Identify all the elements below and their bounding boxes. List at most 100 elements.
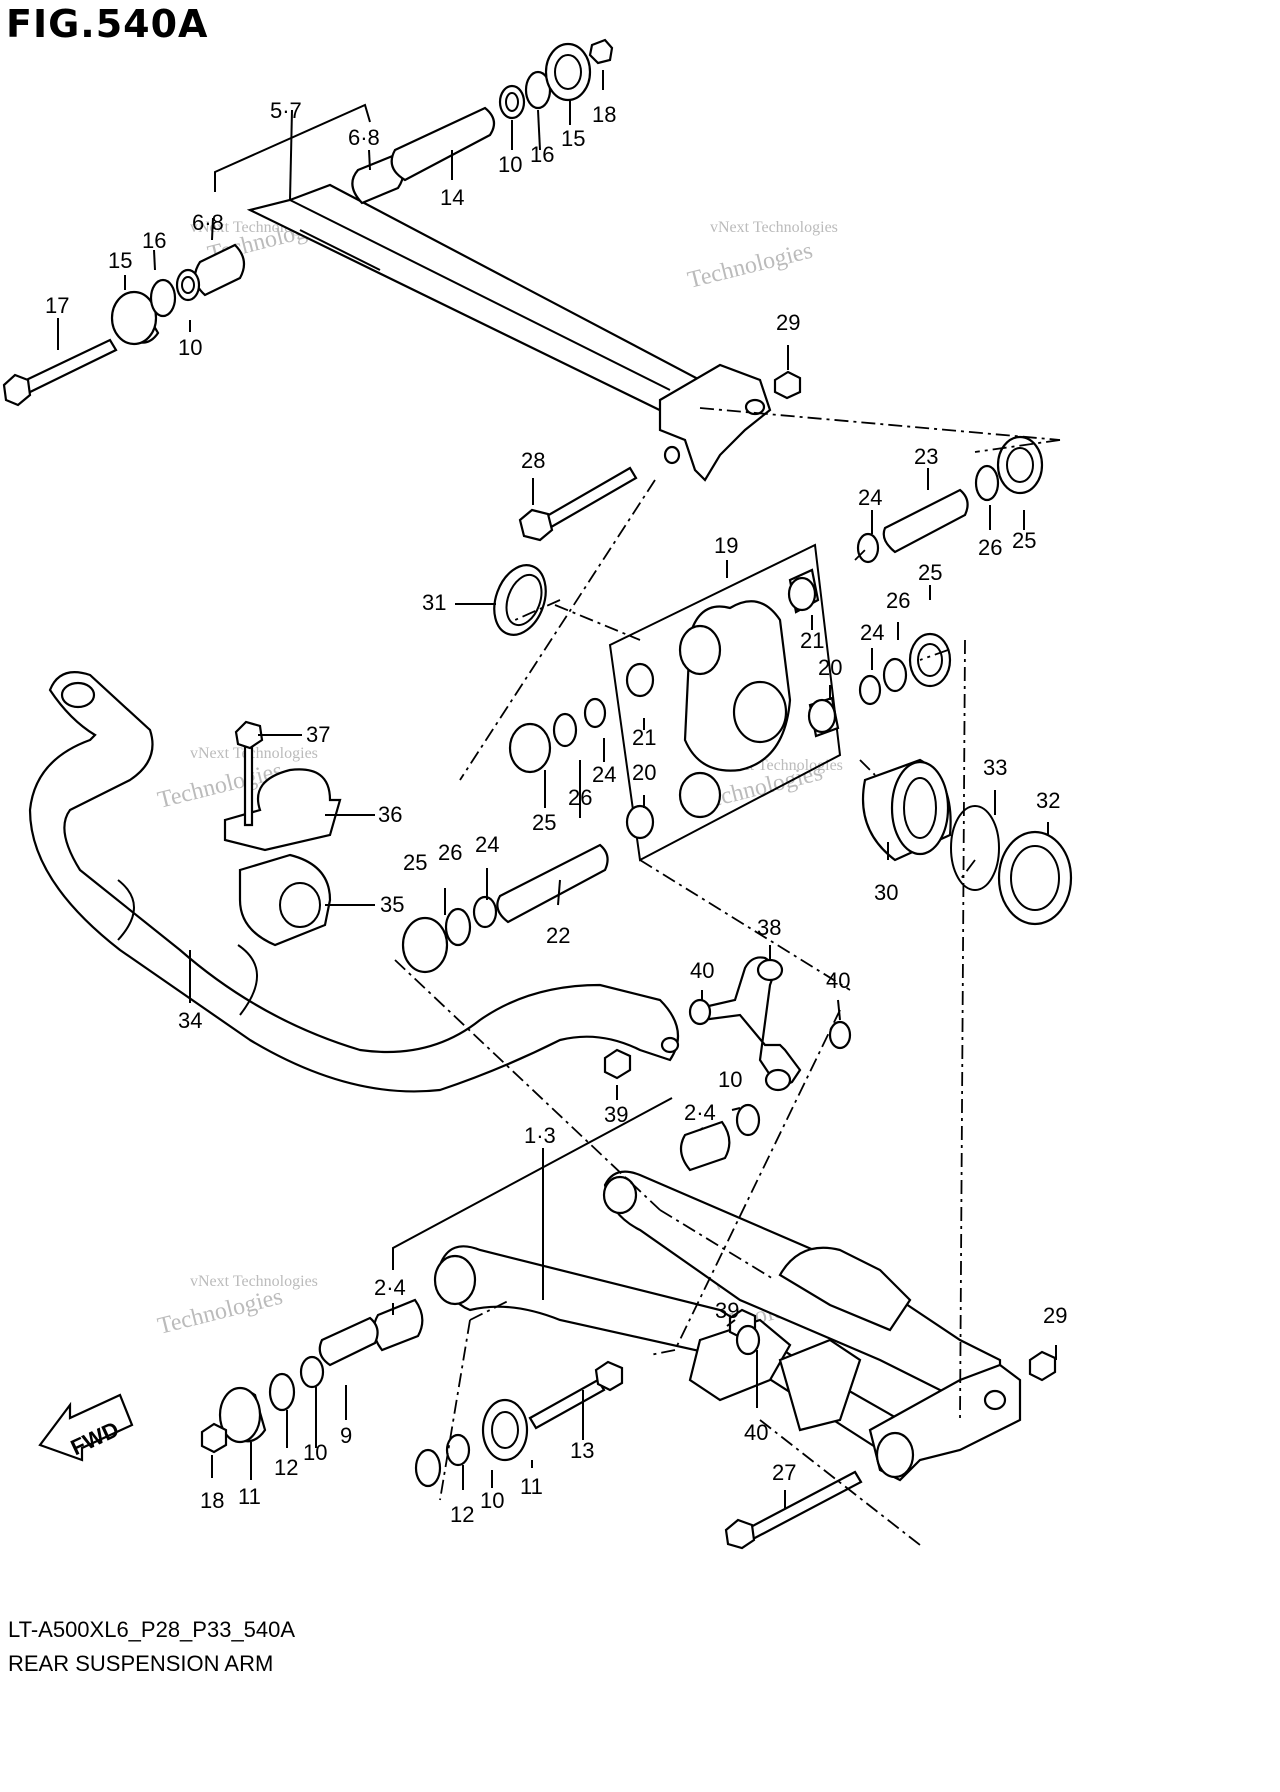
seal-24-a [856,532,880,564]
cap-25-d [401,916,449,974]
callout-label: 25 [403,850,427,875]
lower-arm-group [200,1097,1057,1550]
washer-40-a [688,998,712,1026]
washer-12-left [268,1372,296,1412]
sleeve-9 [318,1316,379,1367]
bolt-27 [743,1470,863,1542]
callout-label: 40 [826,968,850,993]
callout-label: 2·4 [684,1100,716,1125]
callout-label: 33 [983,755,1007,780]
callout-label: 25 [1012,528,1036,553]
bolt-28 [538,466,638,532]
arrow-icon [38,1393,134,1462]
seal-10-mid [735,1103,761,1137]
callout-label: 17 [45,293,69,318]
callout-label: 21 [800,628,824,653]
callout-label: 35 [380,892,404,917]
callout-label: 16 [530,142,554,167]
cap-15 [544,42,592,102]
arm-bracket [778,1246,912,1332]
washer-16-left [149,278,177,318]
callout-label: 40 [744,1420,768,1445]
bolt-17 [20,338,118,395]
callout-label: 6·8 [192,210,224,235]
washer-40-b [828,1020,852,1050]
callout-label: 15 [108,248,132,273]
bushing-2-4-top [679,1120,731,1172]
callout-label: 21 [632,725,656,750]
seal-24-c [583,697,607,729]
callout-label: 13 [570,1438,594,1463]
callout-label: 10 [480,1488,504,1513]
callout-label: 39 [715,1298,739,1323]
nut-29-bottom [1028,1350,1057,1382]
svg-text:vNext Technologies: vNext Technologies [710,219,838,236]
washer-12-bottom [414,1448,442,1488]
callout-label: 19 [714,533,738,558]
stabilizer-bar-group [28,671,680,1093]
callout-label: 26 [438,840,462,865]
callout-label: 32 [1036,788,1060,813]
cap-25-b [908,632,952,688]
callout-label: 37 [306,722,330,747]
bolt-13 [528,1378,606,1430]
callout-label: 14 [440,185,464,210]
cap-11-bottom [481,1398,529,1462]
callout-label: 26 [886,588,910,613]
part-callouts: 5·7 6·8 6·8 10 16 15 18 14 15 16 17 10 2… [45,98,1067,1527]
bushing-20-bottom [625,804,655,840]
callout-label: 10 [498,152,522,177]
fwd-direction-badge: FWD [38,1393,134,1462]
callout-label: 10 [303,1440,327,1465]
upper-arm-bracket [658,363,772,482]
housing-outline [608,543,842,862]
callout-label: 26 [978,535,1002,560]
callout-label: 10 [178,335,202,360]
callout-label: 11 [520,1474,543,1499]
diagram-caption: REAR SUSPENSION ARM [8,1651,274,1676]
callout-label: 31 [422,590,446,615]
washer-26-c [552,712,578,748]
bushing-6-8-left [193,243,246,297]
arm-mount-plate [688,1318,792,1402]
callout-label: 1·3 [524,1123,556,1148]
washer-26-b [882,657,908,693]
link-rod-38 [698,956,802,1086]
arm-mount-plate-2 [778,1338,862,1432]
callout-label: 25 [918,560,942,585]
bushing-2-4-bottom [372,1298,424,1352]
callout-label: 23 [914,444,938,469]
callout-label: 2·4 [374,1275,406,1300]
figure-title: FIG.540A [6,2,209,46]
callout-label: 30 [874,880,898,905]
leader-lines [57,70,1057,1508]
callout-label: 40 [690,958,714,983]
callout-label: 22 [546,923,570,948]
washer-26-d [444,907,472,947]
bushing-21-bottom [625,662,655,698]
callout-label: 29 [1043,1303,1067,1328]
callout-label: 6·8 [348,125,380,150]
svg-text:Technologies: Technologies [155,1284,285,1340]
bushing-35 [238,853,332,947]
svg-text:vNext Technologies: vNext Technologies [190,1273,318,1290]
washer-40-c [735,1324,761,1356]
callout-label: 34 [178,1008,202,1033]
group-bracket-2-4 [392,1097,673,1270]
callout-label: 20 [632,760,656,785]
callout-label: 27 [772,1460,796,1485]
nut-39 [603,1048,632,1080]
seal-24-b [858,674,882,706]
callout-label: 24 [475,832,499,857]
callout-label: 29 [776,310,800,335]
sleeve-22 [496,843,609,924]
oil-seal-10-left [175,268,201,302]
callout-label: 18 [200,1488,224,1513]
svg-text:Technologies: Technologies [685,238,815,294]
callout-label: 5·7 [270,98,302,123]
diagram-code: LT-A500XL6_P28_P33_540A [8,1617,296,1642]
knuckle-housing-group [401,435,1073,974]
callout-label: 25 [532,810,556,835]
seal-10-bottom [445,1433,471,1467]
